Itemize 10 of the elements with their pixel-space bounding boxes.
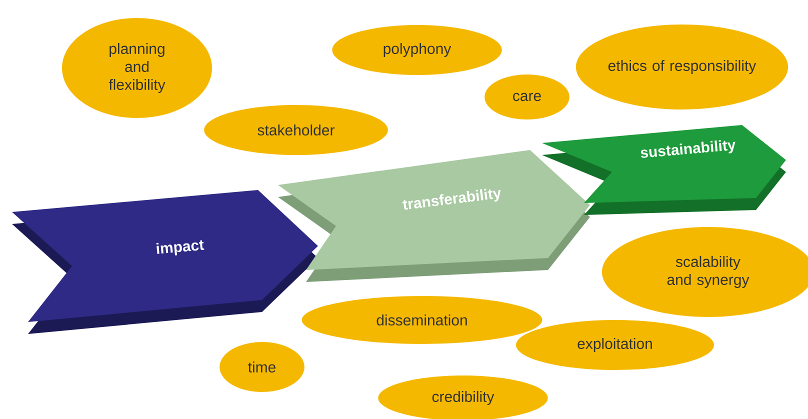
- ellipse-bubble: credibility: [378, 376, 548, 419]
- ellipse-bubble: polyphony: [332, 25, 502, 75]
- ellipse-bubble: scalability and synergy: [602, 227, 808, 317]
- ellipse-bubble: ethics of responsibility: [576, 24, 788, 110]
- ellipse-bubble: care: [484, 74, 570, 120]
- ellipse-bubble: time: [220, 342, 304, 392]
- ellipse-bubble: planning and flexibility: [62, 18, 212, 118]
- ellipse-bubble: exploitation: [516, 320, 714, 370]
- ellipse-bubble: stakeholder: [204, 105, 388, 155]
- ellipse-bubble: dissemination: [302, 296, 542, 344]
